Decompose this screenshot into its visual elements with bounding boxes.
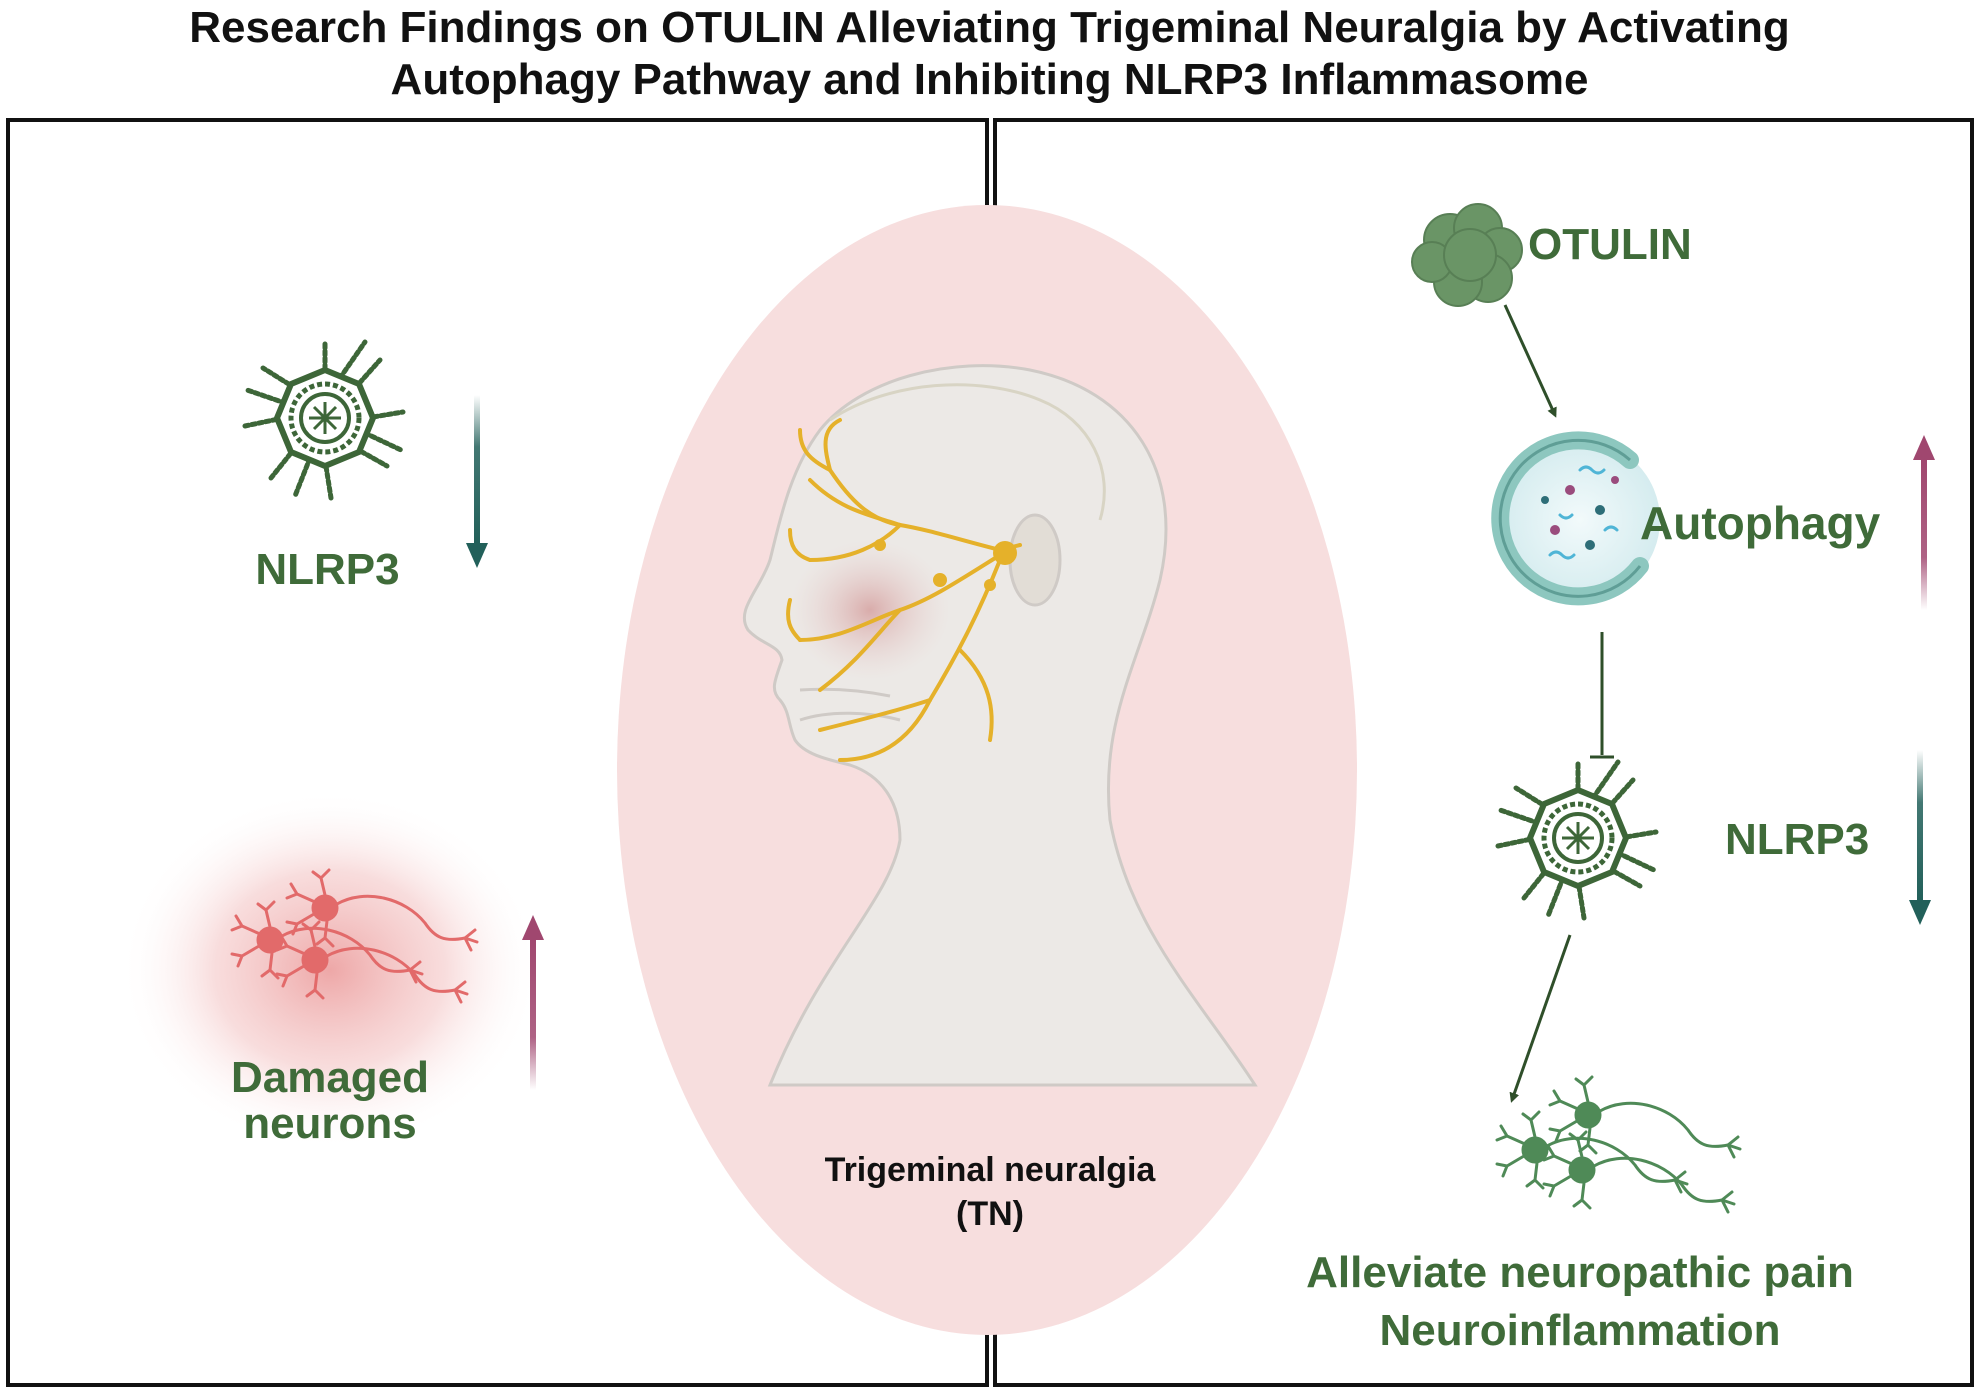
damaged-line-1: Damaged bbox=[230, 1053, 430, 1102]
autophagy-label: Autophagy bbox=[1640, 497, 1881, 549]
otulin-label: OTULIN bbox=[1528, 220, 1692, 269]
tn-line-1: Trigeminal neuralgia bbox=[824, 1151, 1156, 1189]
healthy-neuron-icon bbox=[1495, 1075, 1742, 1214]
increase-arrow-right bbox=[1913, 435, 1935, 610]
figure-title: Research Findings on OTULIN Alleviating … bbox=[0, 2, 1979, 106]
activation-arrow-1 bbox=[1503, 304, 1557, 418]
title-line-1: Research Findings on OTULIN Alleviating … bbox=[189, 3, 1790, 52]
damaged-neurons-label: Damaged neurons bbox=[180, 1055, 480, 1147]
activation-arrow-2 bbox=[1509, 934, 1572, 1103]
autophagosome-icon bbox=[1491, 431, 1660, 606]
tn-label: Trigeminal neuralgia (TN) bbox=[770, 1148, 1210, 1236]
inflammasome-icon-right bbox=[1498, 762, 1656, 918]
decrease-arrow-right bbox=[1909, 750, 1931, 925]
right-nlrp3-label: NLRP3 bbox=[1725, 815, 1870, 864]
tn-line-2: (TN) bbox=[956, 1195, 1024, 1233]
damaged-neuron-glow bbox=[120, 790, 540, 1150]
damaged-line-2: neurons bbox=[243, 1099, 417, 1148]
left-nlrp3-label: NLRP3 bbox=[255, 545, 400, 594]
inflammasome-icon bbox=[245, 342, 403, 498]
increase-arrow-left bbox=[522, 915, 544, 1090]
otulin-protein-icon bbox=[1411, 203, 1523, 307]
decrease-arrow-left bbox=[466, 395, 488, 568]
outcome-label: Alleviate neuropathic pain Neuroinflamma… bbox=[1255, 1244, 1905, 1360]
inhibition-line bbox=[1590, 632, 1614, 759]
outcome-line-1: Alleviate neuropathic pain bbox=[1306, 1248, 1854, 1297]
head-nerve-icon bbox=[742, 364, 1258, 1087]
outcome-line-2: Neuroinflammation bbox=[1379, 1306, 1781, 1355]
title-line-2: Autophagy Pathway and Inhibiting NLRP3 I… bbox=[390, 55, 1589, 104]
